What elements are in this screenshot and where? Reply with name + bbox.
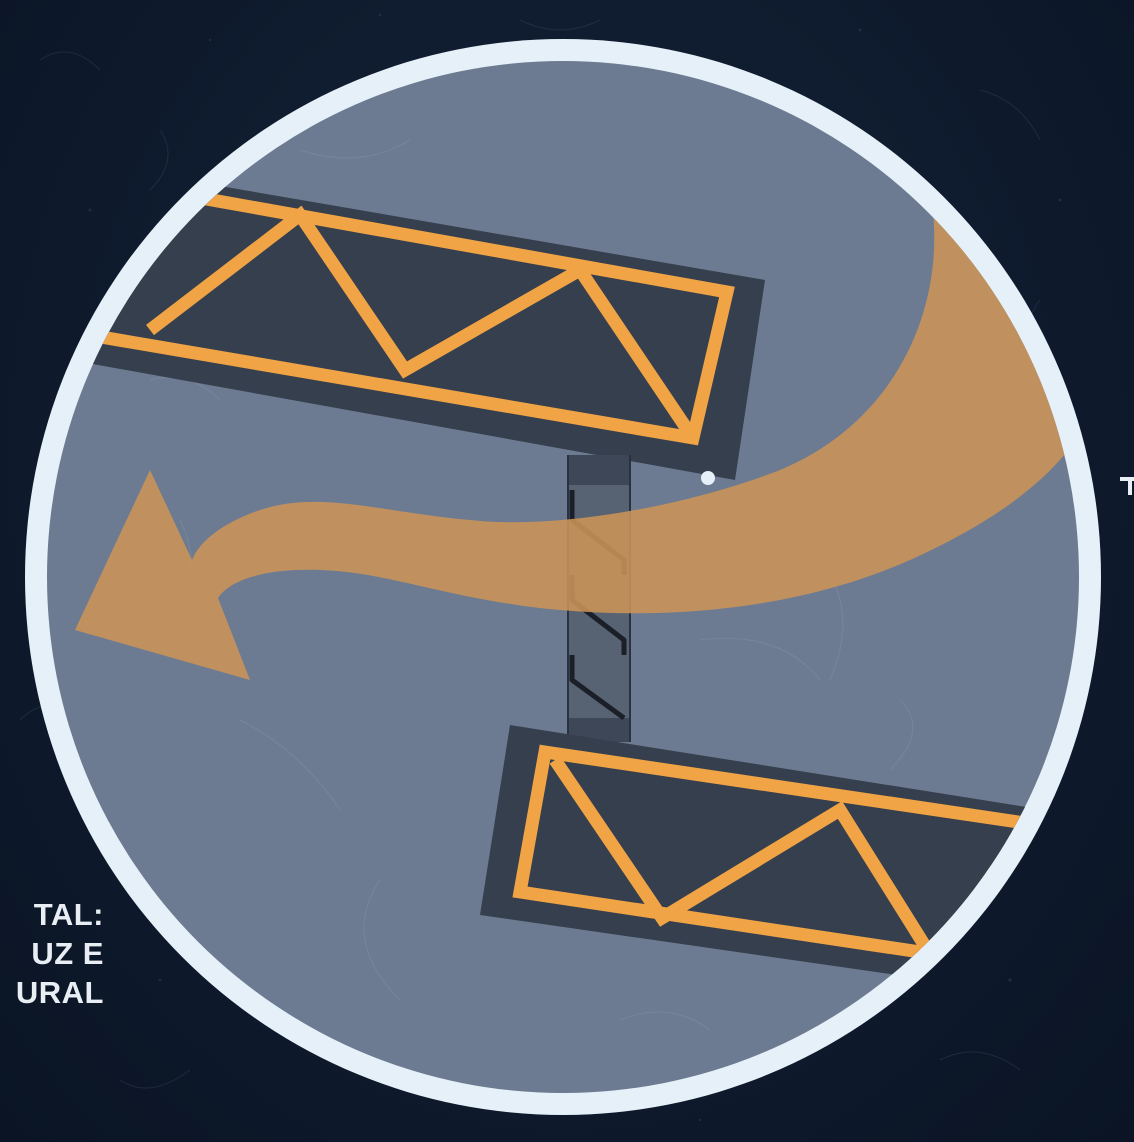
lower-truss-chord: [512, 744, 1079, 993]
upper-truss-bolt: [701, 471, 715, 485]
upper-truss-web: [146, 205, 699, 442]
caption-line-1: TAL:: [33, 897, 104, 932]
caption-text: TAL: UZ E URAL: [0, 896, 104, 1012]
caption-line-2: UZ E: [31, 935, 104, 971]
edge-glyph-t: [1120, 477, 1134, 495]
joint-top-cap: [568, 455, 630, 485]
caption-line-3: URAL: [15, 974, 104, 1010]
flow-arrow: [75, 190, 1079, 680]
lower-truss-web: [549, 756, 941, 966]
